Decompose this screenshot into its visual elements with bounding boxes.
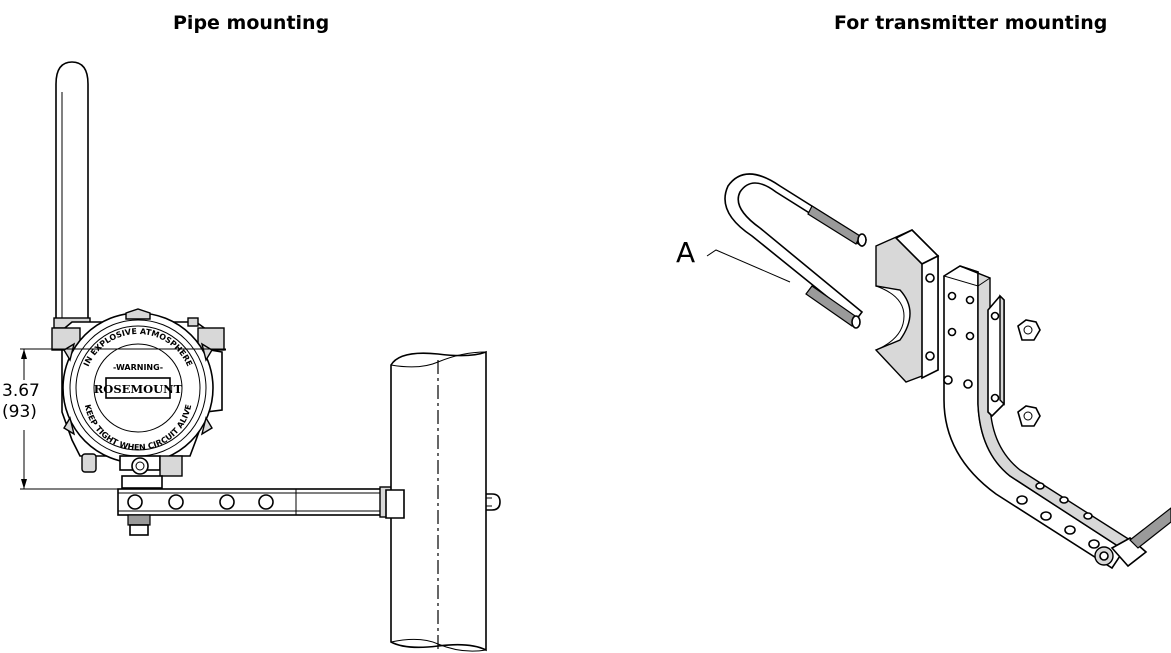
antenna [53,61,91,329]
pipe-mounting-title: Pipe mounting [173,12,330,34]
backing-plate [987,294,1005,418]
hex-nuts [1017,319,1041,427]
mounting-bracket-arm [117,486,393,536]
housing-warning: -WARNING- [113,363,163,372]
pipe-clamp [874,229,940,383]
transmitter-mounting-title: For transmitter mounting [834,12,1108,34]
dimension-lines [20,348,226,490]
housing-brand: ROSEMOUNT [94,382,183,396]
dimension-mm: (93) [2,402,37,422]
u-bolt-exploded [724,173,868,329]
transmitter-housing: ROSEMOUNT -WARNING- IN EXPLOSIVE ATMOSPH… [51,308,226,468]
conduit-fitting [81,453,183,489]
callout-a: A [676,236,696,269]
dimension-inches: 3.67 [2,381,40,401]
l-bracket [942,265,1171,570]
pipe [385,350,487,652]
